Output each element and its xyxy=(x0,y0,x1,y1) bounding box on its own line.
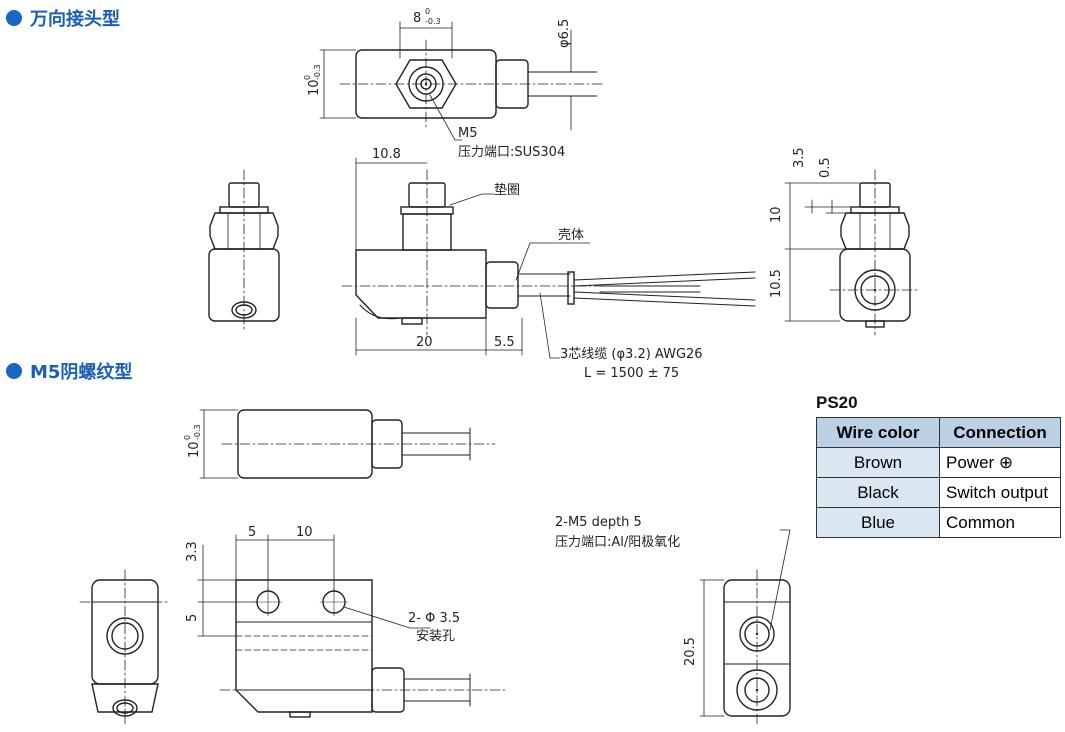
dim-20-label: 20 xyxy=(416,335,433,350)
mount-holes-label: 2- Φ 3.5 xyxy=(408,611,460,626)
wire-color-cell: Blue xyxy=(816,507,940,538)
dim-10-top-label: 10 xyxy=(307,79,322,96)
connection-cell: Common xyxy=(939,507,1061,538)
pressure-port-sus-label: 压力端口:SUS304 xyxy=(458,145,565,160)
dim-10-m5-label: 10 xyxy=(187,441,202,458)
dim-35-label: 3.5 xyxy=(792,147,807,168)
m5-depth-label: 2-M5 depth 5 xyxy=(555,515,642,530)
bullet-dot-icon xyxy=(6,10,22,26)
swivel-top-view xyxy=(319,21,606,141)
phi-65-label: φ6.5 xyxy=(557,19,572,48)
dim-205-label: 20.5 xyxy=(683,637,698,666)
m5-right-view xyxy=(699,529,791,727)
section-title-swivel: 万向接头型 xyxy=(6,5,120,31)
table-row: Black Switch output xyxy=(816,477,1061,508)
dim-33-label: 3.3 xyxy=(185,541,200,562)
dim-05-label: 0.5 xyxy=(818,157,833,178)
gasket-label: 垫圈 xyxy=(494,182,520,198)
bullet-dot-icon xyxy=(6,363,22,379)
table-title: PS20 xyxy=(816,393,858,412)
dim-108-label: 10.8 xyxy=(372,147,401,162)
swivel-left-view xyxy=(208,169,280,331)
cable-label: 3芯线缆 (φ3.2) AWG26 xyxy=(560,346,703,362)
section-title-m5: M5阴螺纹型 xyxy=(6,358,132,384)
dim-5-top-label: 5 xyxy=(248,525,256,540)
connection-cell: Switch output xyxy=(939,477,1061,508)
wire-color-cell: Brown xyxy=(816,447,940,478)
swivel-right-view xyxy=(784,169,921,336)
tol-8-upper: 0 xyxy=(425,7,430,16)
tol-10-m5-upper: 0 xyxy=(183,435,192,440)
m5-left-view xyxy=(79,569,171,726)
mount-holes-cn-label: 安装孔 xyxy=(416,629,455,644)
header-connection: Connection xyxy=(939,417,1061,448)
dim-105-label: 10.5 xyxy=(769,269,784,298)
m5-title-text: M5阴螺纹型 xyxy=(30,362,133,383)
dim-8-label: 8 xyxy=(413,11,421,26)
pressure-port-al-label: 压力端口:Al/阳极氧化 xyxy=(555,535,680,550)
swivel-front-view xyxy=(341,157,756,359)
tol-10-top-lower: -0.3 xyxy=(313,64,322,80)
header-wire-color: Wire color xyxy=(816,417,940,448)
tol-10-top-upper: 0 xyxy=(303,75,312,80)
wire-connection-table: Wire color Connection Brown Power ⊕ Blac… xyxy=(816,417,1061,538)
dim-55-label: 5.5 xyxy=(494,335,515,350)
housing-label: 壳体 xyxy=(558,228,584,243)
dim-5-side-label: 5 xyxy=(185,614,200,622)
swivel-title-text: 万向接头型 xyxy=(30,9,120,30)
table-header-row: Wire color Connection xyxy=(816,417,1061,448)
connection-cell: Power ⊕ xyxy=(939,447,1061,478)
tol-10-m5-lower: -0.3 xyxy=(193,424,202,440)
table-row: Brown Power ⊕ xyxy=(816,447,1061,478)
m5-front-view xyxy=(197,534,506,718)
table-row: Blue Common xyxy=(816,507,1061,538)
tol-8-lower: -0.3 xyxy=(425,17,441,26)
dim-10-side-label: 10 xyxy=(769,206,784,223)
cable-length-label: L = 1500 ± 75 xyxy=(584,366,679,381)
m5-label: M5 xyxy=(458,126,478,141)
wire-color-cell: Black xyxy=(816,477,940,508)
dim-10-holes-label: 10 xyxy=(296,525,313,540)
m5-top-view xyxy=(199,409,496,479)
